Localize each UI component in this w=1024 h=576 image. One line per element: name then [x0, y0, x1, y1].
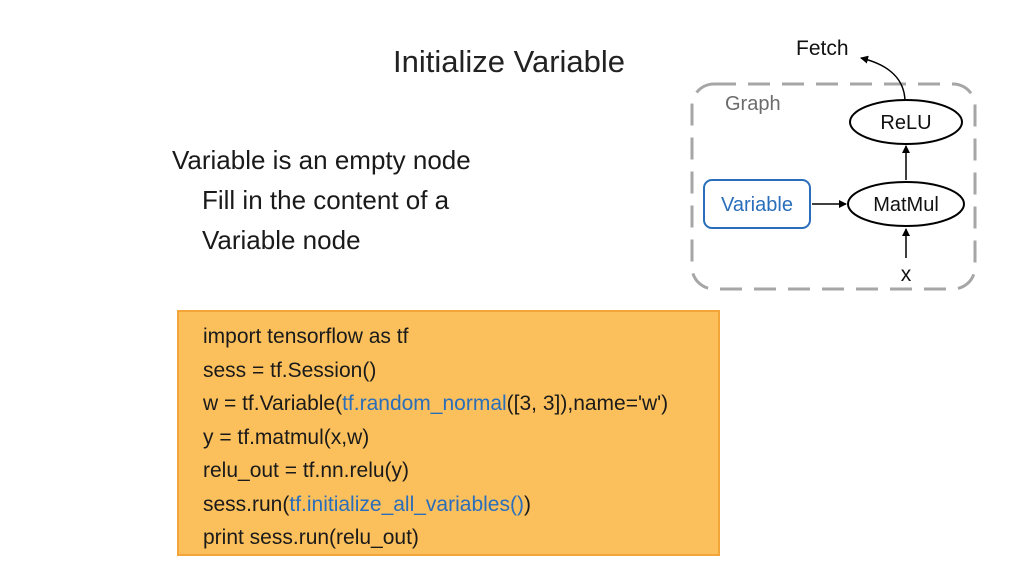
variable-node — [703, 179, 811, 229]
matmul-node-label: MatMul — [873, 194, 939, 216]
bullet-list: Variable is an empty node Fill in the co… — [172, 140, 471, 260]
fetch-label: Fetch — [796, 37, 849, 60]
code-line-2: sess = tf.Session() — [203, 358, 377, 382]
relu-node — [849, 99, 963, 145]
code-text: ([3, 3]),name='w') — [506, 392, 669, 415]
code-line-5: relu_out = tf.nn.relu(y) — [203, 459, 410, 482]
variable-node-label: Variable — [721, 194, 793, 216]
code-box: import tensorflow as tf sess = tf.Sessio… — [177, 310, 720, 556]
fetch-arrow — [860, 55, 906, 103]
bullet-main: Variable is an empty node — [172, 145, 471, 175]
code-text: ) — [523, 492, 531, 516]
code-text: w = tf.Variable( — [203, 392, 343, 415]
code-text: sess.run( — [203, 492, 290, 516]
matmul-node — [847, 181, 965, 227]
graph-boundary — [690, 82, 977, 291]
code-line-4: y = tf.matmul(x,w) — [203, 425, 370, 449]
slide-title: Initialize Variable — [393, 44, 626, 79]
code-line-7: print sess.run(relu_out) — [203, 526, 419, 549]
relu-node-label: ReLU — [880, 112, 931, 134]
code-block: import tensorflow as tf sess = tf.Sessio… — [203, 320, 668, 555]
bullet-sub-line-2: Variable node — [202, 225, 361, 255]
code-line-3: w = tf.Variable(tf.random_normal([3, 3])… — [203, 387, 668, 421]
graph-label: Graph — [725, 93, 781, 115]
bullet-sub-line-1: Fill in the content of a — [202, 185, 450, 215]
code-line-6: sess.run(tf.initialize_all_variables()) — [203, 488, 668, 522]
x-input-label: x — [901, 263, 912, 286]
code-highlight: tf.random_normal — [342, 392, 507, 415]
code-highlight: tf.initialize_all_variables() — [289, 492, 524, 516]
code-line-1: import tensorflow as tf — [203, 325, 409, 348]
